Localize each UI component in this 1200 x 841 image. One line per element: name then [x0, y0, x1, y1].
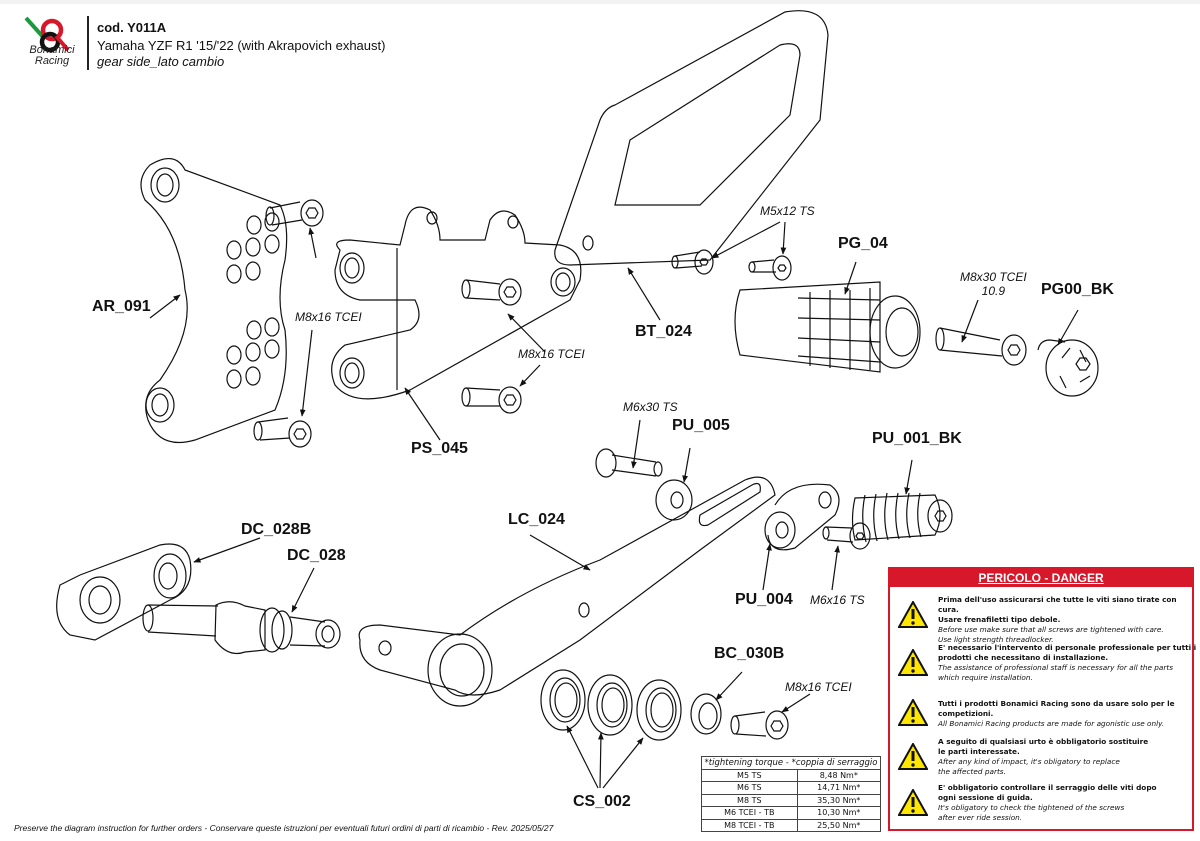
part-bt-024 [554, 10, 829, 266]
label-ar-091: AR_091 [92, 298, 151, 315]
warning-text-it: A seguito di qualsiasi urto è obbligator… [938, 737, 1149, 746]
torque-value: 25,50 Nm* [796, 818, 882, 832]
warning-text-en: After any kind of impact, it's obligator… [938, 757, 1120, 766]
label-pu-004: PU_004 [735, 591, 793, 608]
part-bc-030b [690, 693, 722, 735]
label-lc-024: LC_024 [508, 511, 565, 528]
warning-text-en: Use light strength threadlocker. [938, 635, 1054, 644]
part-cs-002 [540, 669, 682, 741]
torque-table: *tightening torque - *coppia di serraggi… [701, 756, 882, 832]
torque-table-title: *tightening torque - *coppia di serraggi… [701, 756, 881, 770]
label-bc-030b: BC_030B [714, 645, 785, 662]
label-screw-m8x30-line2: 10.9 [981, 284, 1006, 298]
screw-m6x16-ts [822, 522, 871, 550]
warning-text-it: Usare frenafiletti tipo debole. [938, 615, 1061, 624]
product-model: Yamaha YZF R1 '15/'22 (with Akrapovich e… [97, 38, 386, 53]
product-code: cod. Y011A [97, 20, 167, 35]
label-screw-m8x30-line1: M8x30 TCEI [960, 270, 1027, 284]
brand-line-1: Bonamici [29, 44, 75, 56]
label-pu-005: PU_005 [672, 417, 730, 434]
label-screw-m6x16-ts: M6x16 TS [810, 593, 865, 607]
warning-text-it: ogni sessione di guida. [938, 793, 1033, 802]
torque-value: 8,48 Nm* [796, 768, 882, 782]
part-ps-045 [331, 206, 582, 400]
label-dc-028: DC_028 [287, 547, 346, 564]
part-dc-028 [142, 601, 341, 655]
bonamici-logo-icon [24, 16, 70, 53]
torque-screw: M6 TS [701, 781, 798, 795]
torque-screw: M8 TS [701, 793, 798, 807]
warning-triangle-icon [898, 789, 928, 816]
warning-text-it: prodotti che necessitano di installazion… [938, 653, 1109, 662]
part-pu-005 [655, 479, 693, 521]
warning-text-it: Tutti i prodotti Bonamici Racing sono da… [938, 699, 1175, 718]
label-screw-m8x16-tcei-left: M8x16 TCEI [295, 310, 362, 324]
label-bt-024: BT_024 [635, 323, 692, 340]
brand-line-2: Racing [34, 55, 70, 67]
screw-m8x16-bottom [253, 417, 312, 448]
screw-m6x30-ts [595, 448, 663, 478]
screw-m8x16-tcei-bottom [730, 710, 789, 740]
label-pg00-bk: PG00_BK [1041, 281, 1114, 298]
screw-m8x16-top [265, 199, 324, 227]
label-screw-m8x30-tcei: M8x30 TCEI 10.9 [960, 270, 1027, 298]
label-screw-m6x30-ts: M6x30 TS [623, 400, 678, 414]
part-pg-04 [734, 281, 921, 373]
label-pu-001-bk: PU_001_BK [872, 430, 962, 447]
label-ps-045: PS_045 [411, 440, 468, 457]
warning-triangle-icon [898, 743, 928, 770]
part-dc-028b [56, 543, 192, 641]
warning-text-en: the affected parts. [938, 767, 1006, 776]
label-cs-002: CS_002 [573, 793, 631, 810]
part-ar-091 [140, 158, 288, 444]
label-pg-04: PG_04 [838, 235, 888, 252]
warning-text-it: Prima dell'uso assicurarsi che tutte le … [938, 595, 1177, 614]
brand-name: Bonamici Racing [22, 45, 82, 67]
header-divider [87, 16, 89, 70]
torque-value: 14,71 Nm* [796, 781, 882, 795]
warning-triangle-icon [898, 649, 928, 676]
warning-text-en: All Bonamici Racing products are made fo… [938, 719, 1165, 728]
label-screw-m5x12-ts: M5x12 TS [760, 204, 815, 218]
warning-triangle-icon [898, 699, 928, 726]
warning-text-it: E' necessario l'intervento di personale … [938, 643, 1197, 652]
part-pu-001-bk [851, 492, 953, 543]
part-pu-004 [764, 483, 840, 551]
screw-m5x12-ts-a [671, 249, 714, 275]
warning-triangle-icon [898, 601, 928, 628]
torque-screw: M8 TCEI - TB [701, 818, 798, 832]
torque-screw: M5 TS [701, 768, 798, 782]
product-side: gear side_lato cambio [97, 54, 225, 69]
top-bar [0, 0, 1200, 4]
warning-text-en: The assistance of professional staff is … [938, 663, 1174, 672]
danger-title-text: PERICOLO - DANGER [978, 571, 1104, 585]
warning-text-en: after ever ride session. [938, 813, 1023, 822]
torque-screw: M6 TCEI - TB [701, 806, 798, 820]
label-screw-m8x16-tcei-bottom: M8x16 TCEI [785, 680, 852, 694]
part-lc-024 [358, 476, 776, 707]
label-screw-m8x16-tcei-mid: M8x16 TCEI [518, 347, 585, 361]
part-pg00-bk [1037, 339, 1099, 397]
footer-note: Preserve the diagram instruction for fur… [14, 823, 554, 833]
screw-m8x30-tcei [935, 327, 1027, 366]
warning-text-en: which require installation. [938, 673, 1033, 682]
warning-text-it: le parti interessate. [938, 747, 1020, 756]
screw-m5x12-ts-b [748, 255, 792, 281]
danger-box: PERICOLO - DANGER Prima dell'uso assicur… [888, 567, 1196, 831]
label-dc-028b: DC_028B [241, 521, 312, 538]
warning-text-en: It's obligatory to check the tightened o… [938, 803, 1125, 812]
torque-value: 35,30 Nm* [796, 793, 882, 807]
warning-text-en: Before use make sure that all screws are… [938, 625, 1164, 634]
screw-m8x16-mid-top [461, 278, 522, 306]
torque-value: 10,30 Nm* [796, 806, 882, 820]
screw-m8x16-mid-bottom [461, 386, 522, 414]
warning-text-it: E' obbligatorio controllare il serraggio… [938, 783, 1157, 792]
danger-title: PERICOLO - DANGER [890, 569, 1192, 587]
